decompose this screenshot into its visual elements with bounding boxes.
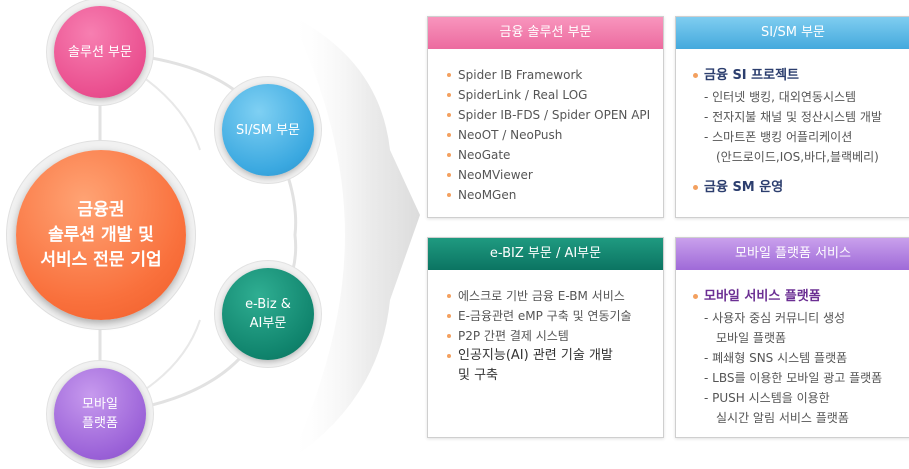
- list-item: Spider IB Framework: [446, 65, 650, 85]
- circle-solution: 솔루션 부문: [54, 6, 146, 98]
- list-item: NeoMGen: [446, 185, 650, 205]
- box-title: 금융 솔루션 부문: [428, 17, 663, 49]
- sism-sub-item: - 인터넷 뱅킹, 대외연동시스템: [704, 90, 857, 104]
- circle-sism: SI/SM 부문: [222, 84, 314, 176]
- sism-heading-si: 금융 SI 프로젝트: [692, 65, 882, 87]
- finance-item-list: Spider IB Framework SpiderLink / Real LO…: [446, 65, 650, 205]
- mobile-sub-item: - 사용자 중심 커뮤니티 생성: [704, 311, 846, 325]
- box-finance-solution: 금융 솔루션 부문 Spider IB Framework SpiderLink…: [427, 16, 664, 218]
- mobile-content: 모바일 서비스 플랫폼 - 사용자 중심 커뮤니티 생성 모바일 플랫폼 - 폐…: [692, 286, 882, 428]
- mobile-sub-item: 실시간 알림 서비스 플랫폼: [716, 411, 849, 425]
- sism-sub-item: (안드로이드,IOS,바다,블랙베리): [716, 150, 879, 164]
- circle-main: 금융권 솔루션 개발 및 서비스 전문 기업: [16, 150, 186, 320]
- list-item: Spider IB-FDS / Spider OPEN API: [446, 105, 650, 125]
- box-title: SI/SM 부문: [676, 17, 909, 49]
- box-title: 모바일 플랫폼 서비스: [676, 238, 909, 270]
- circle-mobile: 모바일 플랫폼: [54, 368, 146, 460]
- list-item: P2P 간편 결제 시스템: [446, 326, 632, 346]
- list-item: E-금융관련 eMP 구축 및 연동기술: [446, 306, 632, 326]
- list-item: 에스크로 기반 금융 E-BM 서비스: [446, 286, 632, 306]
- box-ebiz-ai: e-BIZ 부문 / AI부문 에스크로 기반 금융 E-BM 서비스 E-금융…: [427, 237, 664, 438]
- connector-arc: [99, 50, 298, 416]
- list-item-ai: 인공지능(AI) 관련 기술 개발 및 구축: [446, 346, 632, 386]
- list-item: NeoMViewer: [446, 165, 650, 185]
- box-mobile-platform: 모바일 플랫폼 서비스 모바일 서비스 플랫폼 - 사용자 중심 커뮤니티 생성…: [675, 237, 909, 438]
- sism-sub-item: - 스마트폰 뱅킹 어플리케이션: [704, 130, 853, 144]
- list-item: NeoGate: [446, 145, 650, 165]
- ebiz-item-list: 에스크로 기반 금융 E-BM 서비스 E-금융관련 eMP 구축 및 연동기술…: [446, 286, 632, 386]
- sism-heading-sm: 금융 SM 운영: [692, 177, 882, 199]
- sism-sub-item: - 전자지불 채널 및 정산시스템 개발: [704, 110, 882, 124]
- mobile-sub-item: - LBS를 이용한 모바일 광고 플랫폼: [704, 371, 883, 385]
- mobile-sub-item: - PUSH 시스템을 이용한: [704, 391, 830, 405]
- list-item: SpiderLink / Real LOG: [446, 85, 650, 105]
- box-title: e-BIZ 부문 / AI부문: [428, 238, 663, 270]
- box-sism: SI/SM 부문 금융 SI 프로젝트 - 인터넷 뱅킹, 대외연동시스템 - …: [675, 16, 909, 218]
- list-item: NeoOT / NeoPush: [446, 125, 650, 145]
- circle-ebiz: e-Biz & AI부문: [222, 268, 314, 360]
- mobile-sub-item: - 폐쇄형 SNS 시스템 플랫폼: [704, 351, 848, 365]
- mobile-sub-item: 모바일 플랫폼: [716, 331, 787, 345]
- sism-content: 금융 SI 프로젝트 - 인터넷 뱅킹, 대외연동시스템 - 전자지불 채널 및…: [692, 65, 882, 199]
- mobile-heading: 모바일 서비스 플랫폼: [692, 286, 882, 308]
- arrow-shape: [290, 15, 420, 460]
